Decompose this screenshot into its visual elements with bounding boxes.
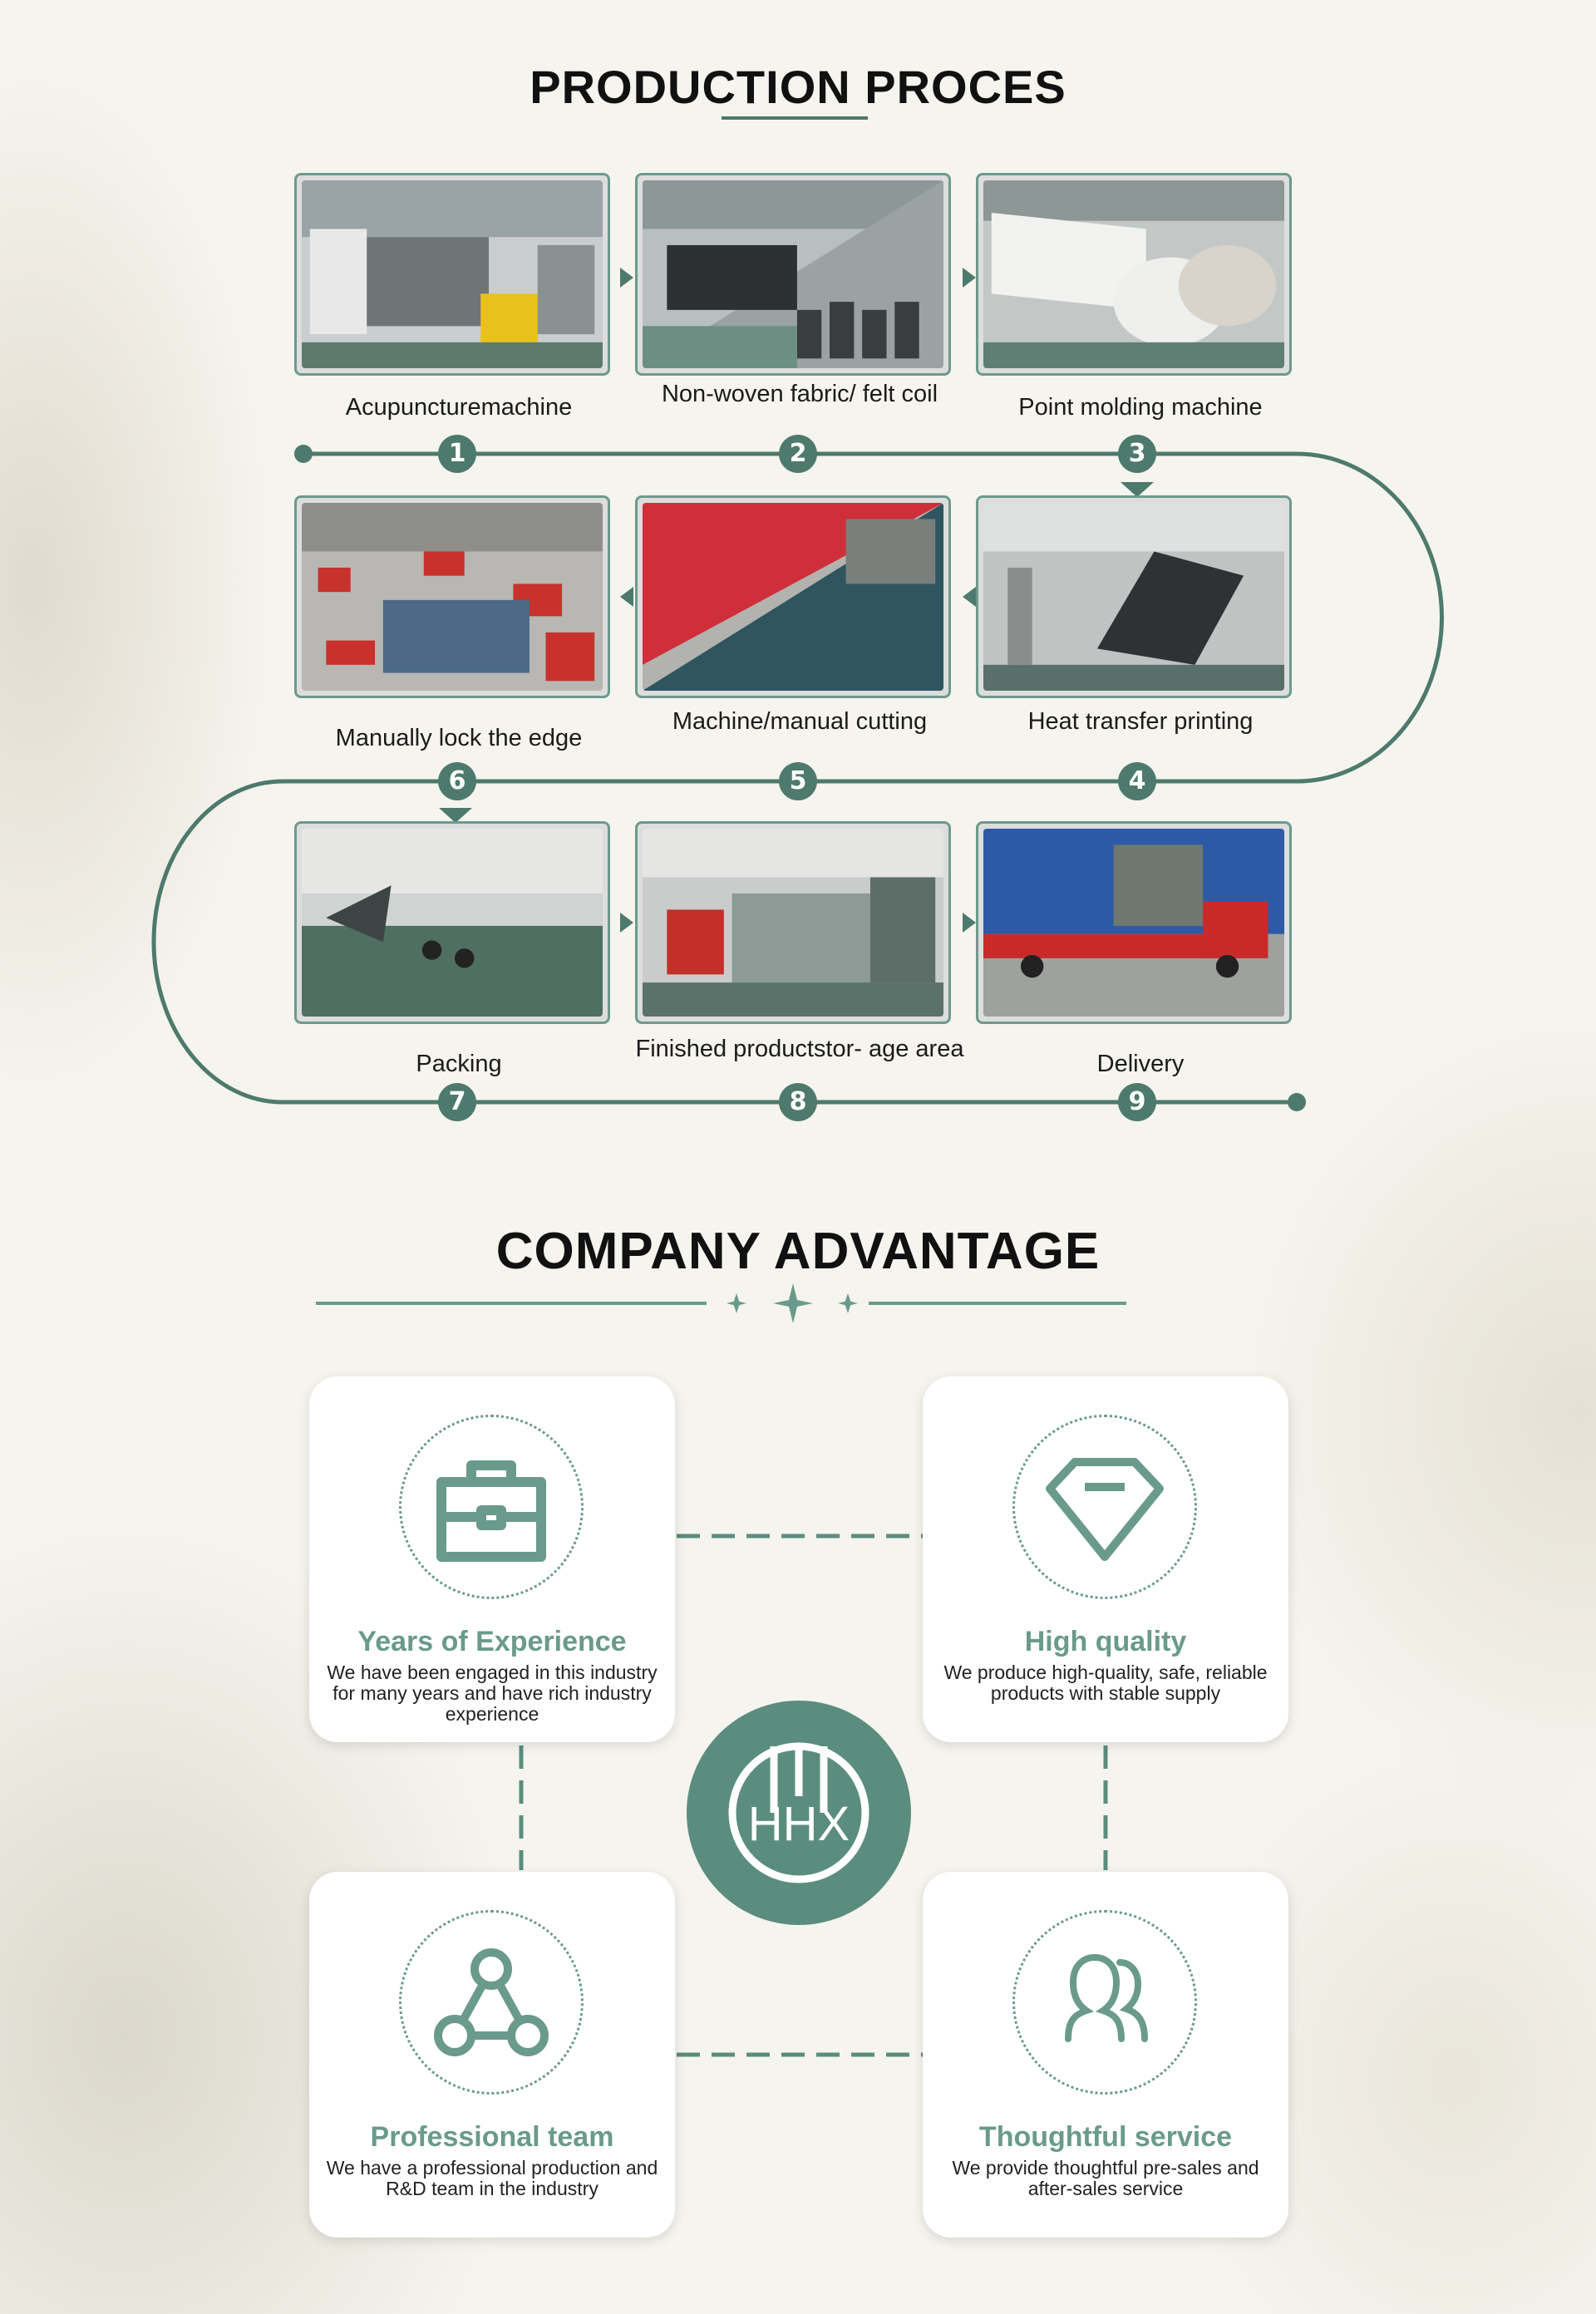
photo-molding-machine <box>976 173 1292 376</box>
production-title: PRODUCTION PROCES <box>530 61 1066 113</box>
step-label-9: Delivery <box>1096 1051 1185 1077</box>
step-label-6: Manually lock the edge <box>335 725 583 751</box>
people-icon <box>1065 1953 1148 2042</box>
company-logo: HHX <box>687 1701 911 1925</box>
photo-edge-locking <box>294 495 610 698</box>
advantage-title: COMPANY ADVANTAGE <box>495 1223 1101 1280</box>
photo-fabric-coil <box>635 173 951 376</box>
step-label-4: Heat transfer printing <box>1027 708 1254 735</box>
step-label-2: Non-woven fabric/ felt coil <box>661 381 938 407</box>
diamond-icon <box>1046 1458 1164 1561</box>
step-label-5: Machine/manual cutting <box>672 708 928 735</box>
step-number-7: 7 <box>438 1083 476 1121</box>
hhx-logo-mark: HHX <box>728 1742 869 1883</box>
team-icon <box>434 1948 549 2056</box>
title-divider-sparkles <box>316 1283 1126 1323</box>
step-label-8: Finished productstor- age area <box>635 1036 964 1062</box>
card-desc-quality: We produce high-quality, safe, reliable … <box>943 1662 1268 1704</box>
briefcase-icon <box>436 1460 546 1562</box>
advantage-card-quality: High quality We produce high-quality, sa… <box>923 1376 1288 1742</box>
photo-packing <box>294 821 610 1024</box>
step-number-2: 2 <box>779 435 817 473</box>
advantage-card-team: Professional team We have a professional… <box>309 1872 675 2238</box>
logo-text: HHX <box>748 1797 850 1851</box>
card-title-experience: Years of Experience <box>357 1626 627 1657</box>
step-number-3: 3 <box>1118 435 1156 473</box>
card-desc-experience: We have been engaged in this industry fo… <box>327 1662 658 1725</box>
step-label-7: Packing <box>416 1051 502 1077</box>
advantage-card-experience: Years of Experience We have been engaged… <box>309 1376 675 1742</box>
title-underline <box>722 116 868 120</box>
step-number-5: 5 <box>779 762 817 800</box>
step-number-6: 6 <box>438 762 476 800</box>
step-number-4: 4 <box>1118 762 1156 800</box>
photo-storage-forklift <box>635 821 951 1024</box>
step-label-1: Acupuncturemachine <box>345 394 573 421</box>
card-title-team: Professional team <box>370 2121 614 2153</box>
photo-cutting <box>635 495 951 698</box>
photo-delivery-truck <box>976 821 1292 1024</box>
step-number-8: 8 <box>779 1083 817 1121</box>
card-title-service: Thoughtful service <box>978 2121 1233 2153</box>
photo-acupuncture-machine <box>294 173 610 376</box>
step-label-3: Point molding machine <box>1018 394 1263 421</box>
photo-heat-transfer-printing <box>976 495 1292 698</box>
step-number-9: 9 <box>1118 1083 1156 1121</box>
card-desc-team: We have a professional production and R&… <box>326 2157 658 2199</box>
advantage-card-service: Thoughtful service We provide thoughtful… <box>923 1872 1288 2238</box>
card-desc-service: We provide thoughtful pre-sales and afte… <box>952 2157 1259 2199</box>
card-title-quality: High quality <box>1024 1626 1187 1657</box>
step-number-1: 1 <box>438 435 476 473</box>
